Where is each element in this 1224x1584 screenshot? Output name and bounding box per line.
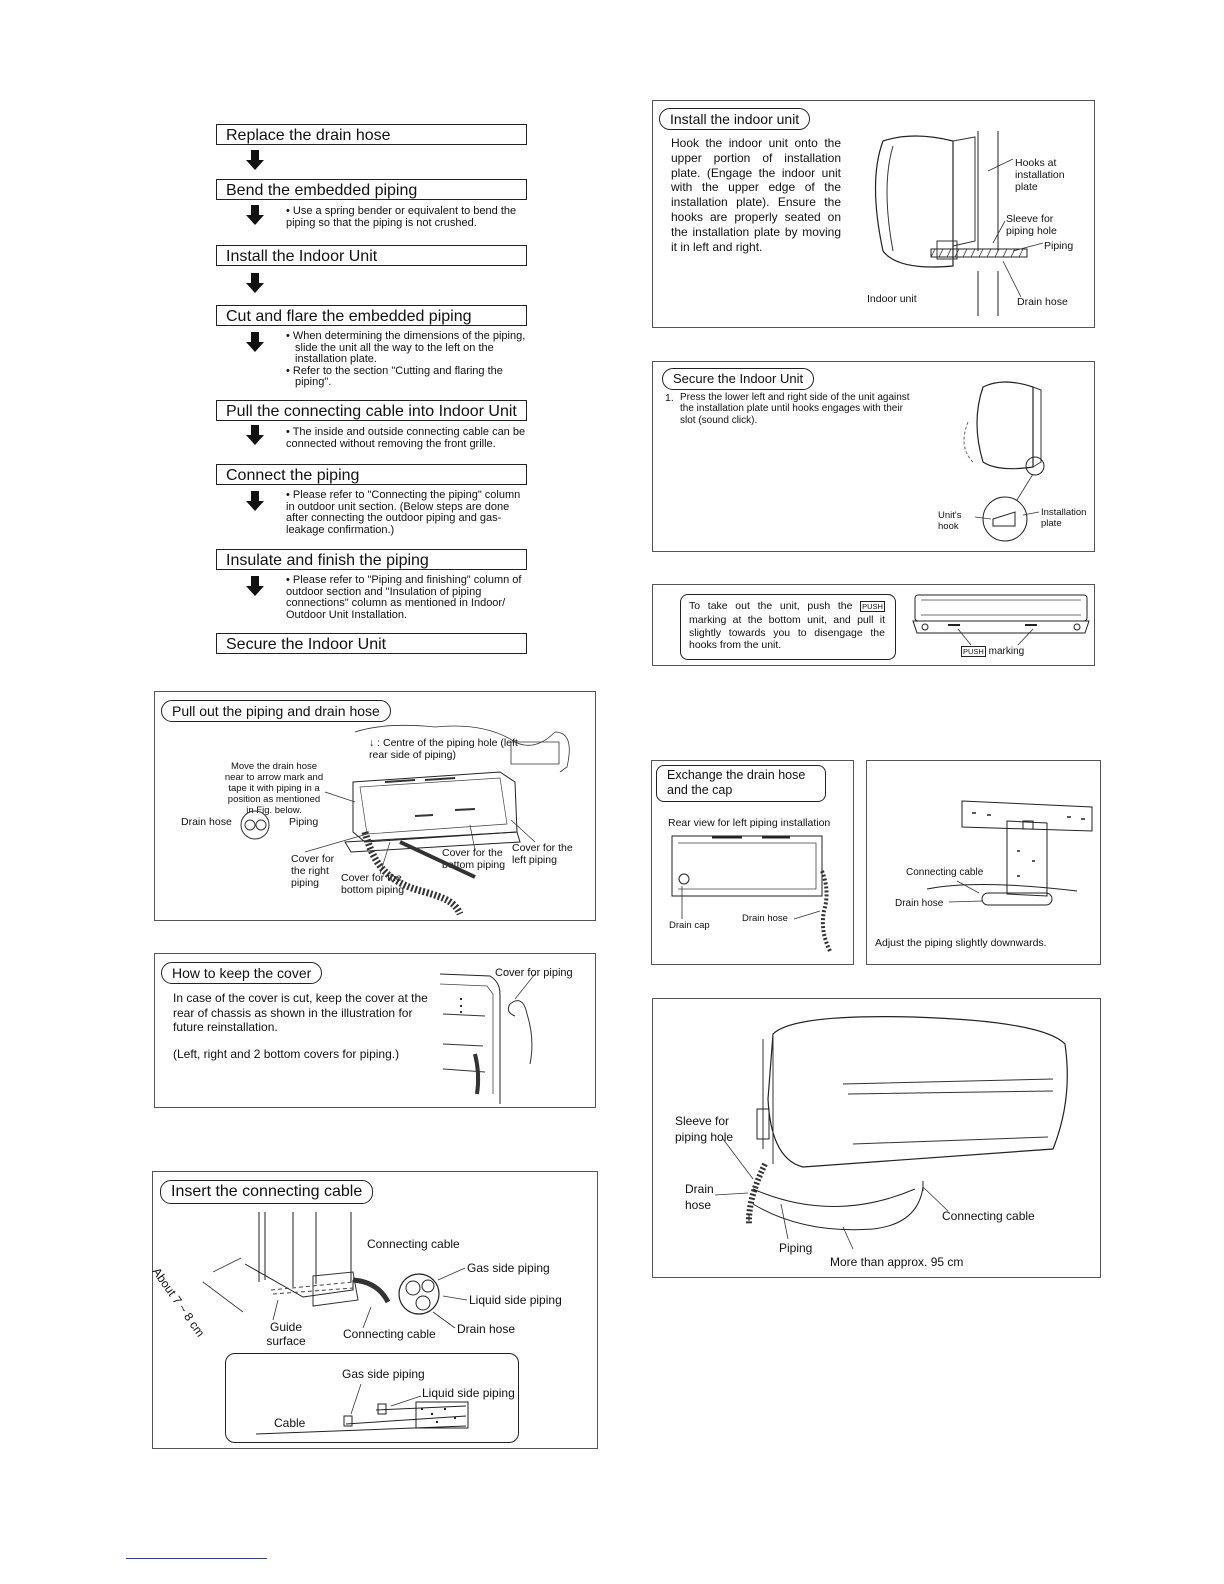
exchange-panel: Exchange the drain hose and the cap Rear… xyxy=(651,760,854,965)
step-note: • When determining the dimensions of the… xyxy=(286,331,531,366)
installation-plate-illustration xyxy=(867,761,1102,966)
adjust-panel: Connecting cable Drain hose Adjust the p… xyxy=(866,760,1101,965)
piping-inset: Gas side piping Liquid side piping Cable xyxy=(225,1353,519,1443)
step-note: • Refer to the section "Cutting and flar… xyxy=(286,366,531,389)
step-insulate-finish: Insulate and finish the piping xyxy=(216,549,527,570)
cover-illustration xyxy=(155,954,597,1109)
step-bend-embedded-piping: Bend the embedded piping xyxy=(216,179,527,200)
down-arrow-icon xyxy=(246,332,264,352)
chassis-illustration xyxy=(155,692,597,922)
final-panel: Sleeve for piping hole Drain hose Connec… xyxy=(652,998,1101,1278)
step-note: • The inside and outside connecting cabl… xyxy=(286,427,541,450)
rear-view-illustration xyxy=(652,761,855,966)
secure-illustration xyxy=(653,362,1096,553)
down-arrow-icon xyxy=(246,273,264,293)
unit-with-piping-illustration xyxy=(653,999,1102,1279)
step-connect-piping: Connect the piping xyxy=(216,464,527,485)
marking-label: marking xyxy=(989,646,1025,657)
step-note: • Use a spring bender or equivalent to b… xyxy=(286,206,531,229)
keep-cover-panel: How to keep the cover In case of the cov… xyxy=(154,953,596,1108)
take-out-panel: To take out the unit, push the PUSH mark… xyxy=(652,584,1095,666)
install-indoor-panel: Install the indoor unit Hook the indoor … xyxy=(652,100,1095,328)
unit-bottom-illustration xyxy=(653,585,1096,667)
down-arrow-icon xyxy=(246,491,264,511)
step-note: • Please refer to "Connecting the piping… xyxy=(286,490,531,536)
down-arrow-icon xyxy=(246,576,264,596)
push-badge: PUSH xyxy=(961,646,986,657)
pull-out-panel: Pull out the piping and drain hose ↓ : C… xyxy=(154,691,596,921)
push-marking-label: PUSH marking xyxy=(961,646,1024,657)
step-secure-indoor-unit: Secure the Indoor Unit xyxy=(216,633,527,654)
step-notes: • When determining the dimensions of the… xyxy=(286,331,531,389)
down-arrow-icon xyxy=(246,425,264,445)
step-pull-connecting-cable: Pull the connecting cable into Indoor Un… xyxy=(216,400,527,421)
step-replace-drain-hose: Replace the drain hose xyxy=(216,124,527,145)
piping-bundle-diagram xyxy=(226,1354,518,1442)
secure-panel: Secure the Indoor Unit 1. Press the lowe… xyxy=(652,361,1095,552)
step-note: • Please refer to "Piping and finishing"… xyxy=(286,575,536,621)
indoor-unit-illustration xyxy=(653,101,1096,329)
insert-cable-panel: Insert the connecting cable About 7 ~ 8 … xyxy=(152,1171,598,1449)
step-cut-and-flare: Cut and flare the embedded piping xyxy=(216,305,527,326)
footer-rule xyxy=(126,1558,267,1559)
down-arrow-icon xyxy=(246,150,264,170)
step-install-indoor-unit: Install the Indoor Unit xyxy=(216,245,527,266)
down-arrow-icon xyxy=(246,205,264,225)
